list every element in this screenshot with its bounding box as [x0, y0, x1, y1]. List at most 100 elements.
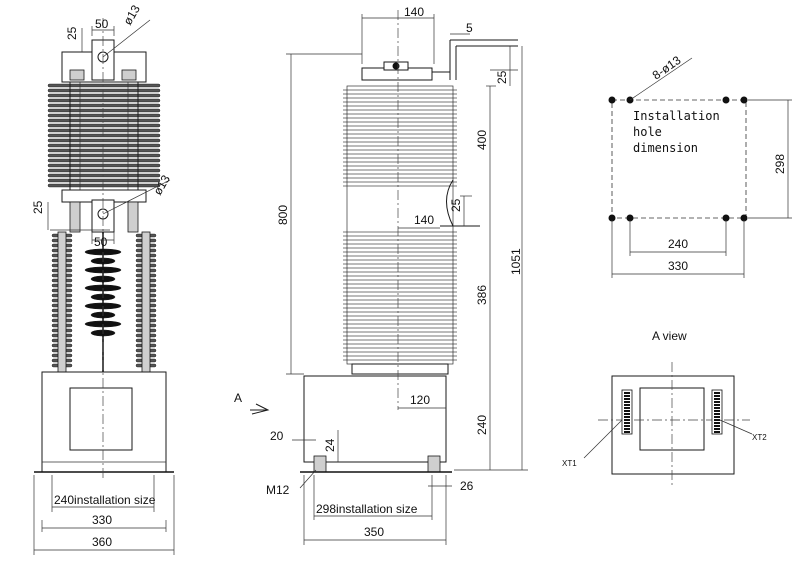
shed [47, 148, 161, 153]
terminal-pin [624, 392, 630, 394]
side-lower-sheds [343, 231, 457, 361]
shed [47, 83, 161, 88]
hole [740, 96, 748, 104]
side-dim-mid-140: 140 [414, 213, 434, 227]
front-dim-top-50: 50 [95, 17, 109, 31]
terminal-pin [714, 395, 720, 397]
side-dim-top-25: 25 [495, 70, 509, 84]
terminal-pin [624, 425, 630, 427]
shed [47, 113, 161, 118]
side-dim-base-26: 26 [460, 479, 474, 493]
terminal-pin [624, 410, 630, 412]
side-dim-base-120: 120 [410, 393, 430, 407]
shed [47, 173, 161, 178]
terminal-pin [624, 407, 630, 409]
terminal-pin [624, 419, 630, 421]
hole [608, 96, 616, 104]
side-dim-install-size: 298installation size [316, 502, 418, 516]
side-upper-sheds [343, 89, 457, 187]
shed [47, 93, 161, 98]
side-dim-top-140: 140 [404, 5, 424, 19]
side-dim-800: 800 [276, 205, 290, 225]
front-dim-360: 360 [92, 535, 112, 549]
front-view: 50 25 ø13 50 25 ø13 240installation size… [31, 2, 175, 555]
terminal-pin [624, 431, 630, 433]
hole-dim-298: 298 [773, 154, 787, 174]
front-dim-mid-25: 25 [31, 200, 45, 214]
terminal-pin [624, 404, 630, 406]
hole-dim-330: 330 [668, 259, 688, 273]
side-dim-350: 350 [364, 525, 384, 539]
side-dim-400: 400 [475, 130, 489, 150]
shed [47, 178, 161, 183]
front-dim-330: 330 [92, 513, 112, 527]
hole-title-line2: hole [633, 125, 662, 139]
shed [47, 163, 161, 168]
terminal-pin [714, 398, 720, 400]
front-dim-mid-50: 50 [94, 235, 108, 249]
terminal-pin [624, 413, 630, 415]
shed [47, 108, 161, 113]
terminal-xt1-label: XT1 [562, 459, 577, 468]
terminal-block-xt2 [711, 389, 723, 435]
hole-title-line1: Installation [633, 109, 720, 123]
side-bolt-m12: M12 [266, 483, 290, 497]
front-dim-top-hole: ø13 [120, 2, 143, 27]
terminal-xt2-label: XT2 [752, 433, 767, 442]
terminal-pin [714, 407, 720, 409]
shed [47, 158, 161, 163]
terminal-pin [714, 422, 720, 424]
side-dim-base-20: 20 [270, 429, 284, 443]
front-dim-install-size: 240installation size [54, 493, 156, 507]
a-view-title: A view [652, 329, 687, 343]
shed [47, 98, 161, 103]
side-dim-1051: 1051 [509, 248, 523, 275]
terminal-pin [624, 416, 630, 418]
installation-hole-diagram: 8-ø13 Installation hole dimension 298 24… [608, 53, 792, 278]
side-dim-mid-25: 25 [449, 198, 463, 212]
terminal-pin [714, 416, 720, 418]
side-dim-240: 240 [475, 415, 489, 435]
terminal-pin [714, 410, 720, 412]
shed [47, 183, 161, 188]
shed [47, 123, 161, 128]
hole-dim-240: 240 [668, 237, 688, 251]
front-dim-top-25: 25 [65, 26, 79, 40]
terminal-block-xt1 [621, 389, 633, 435]
terminal-pin [714, 431, 720, 433]
terminal-pin [714, 413, 720, 415]
shed [47, 88, 161, 93]
terminal-pin [624, 401, 630, 403]
hole [722, 96, 730, 104]
hole-outline [611, 99, 747, 219]
terminal-pin [714, 425, 720, 427]
front-base-window [69, 387, 133, 451]
side-dim-top-5: 5 [466, 21, 473, 35]
hole-count-label: 8-ø13 [650, 53, 684, 83]
shed [47, 118, 161, 123]
upper-sheds [47, 83, 161, 188]
shed [47, 168, 161, 173]
shed [47, 128, 161, 133]
shed [47, 143, 161, 148]
side-view-marker: A [234, 391, 242, 405]
terminal-pin [714, 404, 720, 406]
terminal-pin [714, 401, 720, 403]
terminal-pin [624, 428, 630, 430]
terminal-pin [714, 392, 720, 394]
shed [47, 153, 161, 158]
terminal-pin [714, 428, 720, 430]
a-view-diagram: A view XT1 XT2 [562, 329, 767, 486]
side-base-box [303, 375, 447, 463]
shed [47, 138, 161, 143]
side-dim-386: 386 [475, 285, 489, 305]
terminal-pin [624, 395, 630, 397]
side-dim-base-24: 24 [323, 438, 337, 452]
hole-title-line3: dimension [633, 141, 698, 155]
side-view: 140 5 25 800 400 386 240 1051 140 25 120… [234, 5, 528, 545]
shed [47, 133, 161, 138]
terminal-pin [714, 419, 720, 421]
shed [47, 103, 161, 108]
terminal-pin [624, 422, 630, 424]
